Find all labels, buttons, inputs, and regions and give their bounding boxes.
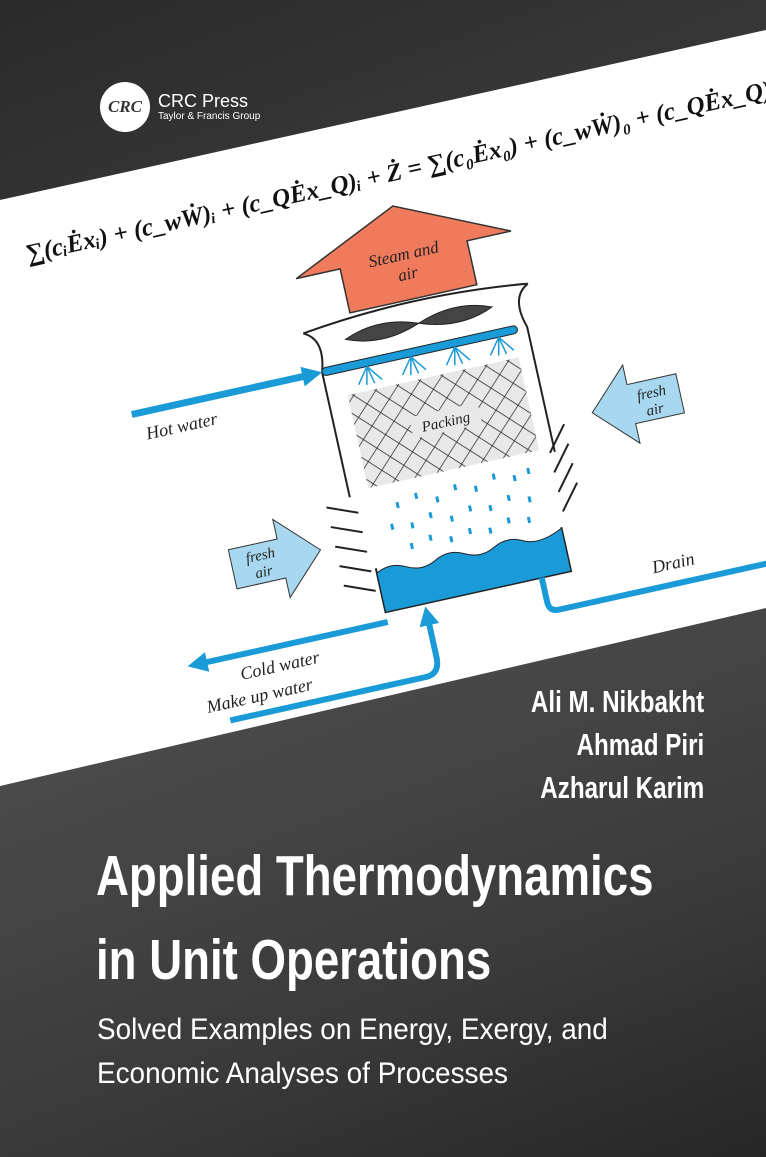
publisher-logo: CRC CRC Press Taylor & Francis Group — [100, 82, 260, 132]
book-title: Applied Thermodynamics in Unit Operation… — [96, 834, 653, 1002]
drain-pipe — [538, 557, 766, 613]
author: Ahmad Piri — [576, 727, 704, 762]
fresh-air-arrow-right — [591, 363, 686, 445]
book-subtitle: Solved Examples on Energy, Exergy, and E… — [97, 1008, 608, 1096]
title-line-2: in Unit Operations — [96, 928, 492, 992]
spray-nozzles — [357, 336, 515, 385]
author-list: Ali M. Nikbakht Ahmad Piri Azharul Karim — [482, 680, 704, 809]
subtitle-line-1: Solved Examples on Energy, Exergy, and — [97, 1013, 608, 1046]
publisher-group: Taylor & Francis Group — [158, 111, 261, 122]
subtitle-line-2: Economic Analyses of Processes — [97, 1057, 508, 1090]
fresh-air-label-right: fresh — [635, 382, 667, 404]
crc-logo-icon: CRC — [100, 82, 150, 132]
fresh-air-arrow-left — [227, 518, 322, 599]
author: Ali M. Nikbakht — [530, 684, 704, 719]
fresh-air-label-left-2: air — [254, 563, 275, 582]
publisher-name: CRC Press — [158, 91, 249, 111]
author: Azharul Karim — [540, 770, 704, 805]
louvers — [326, 423, 578, 592]
steam-label-2: air — [396, 262, 420, 285]
water-droplets — [390, 467, 532, 550]
cold-water-arrow — [201, 619, 389, 667]
steam-arrow — [295, 205, 512, 314]
hot-water-arrow — [130, 372, 309, 418]
tower-body — [302, 282, 573, 614]
fan-icon — [344, 304, 494, 342]
cooling-tower-diagram: Steam and air Hot water Packing — [130, 205, 766, 724]
title-line-1: Applied Thermodynamics — [96, 844, 654, 908]
fresh-air-label-left: fresh — [244, 545, 276, 567]
fresh-air-label-right-2: air — [645, 400, 666, 419]
water-basin — [376, 527, 572, 613]
make-up-water-pipe — [229, 622, 441, 724]
